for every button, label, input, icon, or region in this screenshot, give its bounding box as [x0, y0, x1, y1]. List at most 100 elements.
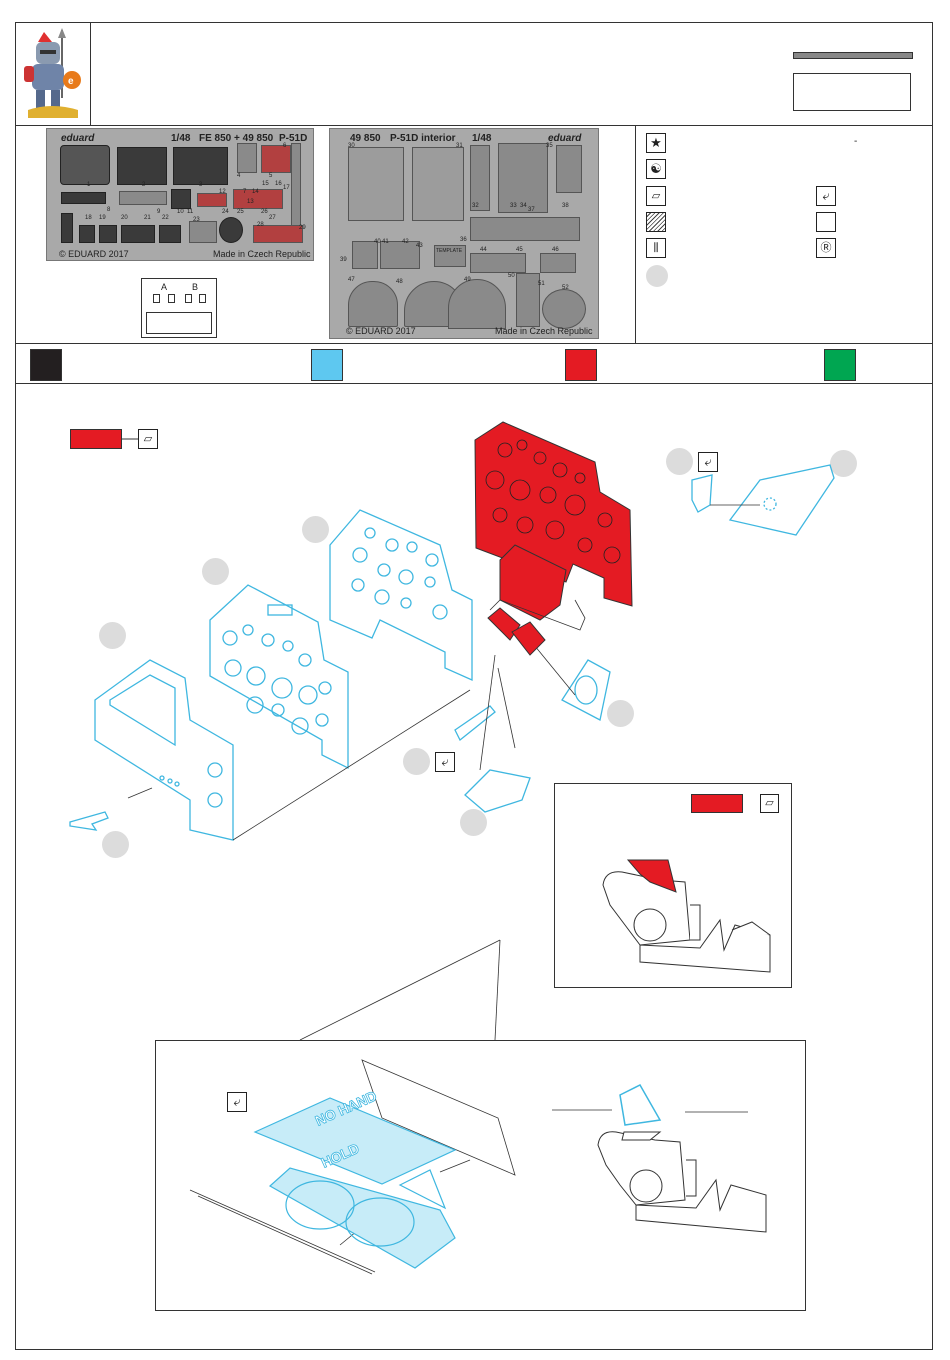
fret1-part [197, 193, 227, 207]
fret2-part-number: 43 [416, 243, 423, 249]
decal-icon: ▱ [138, 429, 158, 449]
fret2-part: TEMPLATE [434, 245, 466, 267]
fret2-part-number: 35 [546, 143, 553, 149]
fret2-part-number: 40 [374, 239, 381, 245]
detail-inset-seat-view [554, 783, 792, 988]
color-swatch-black [30, 349, 62, 381]
paint-callout-red [691, 794, 743, 813]
fret1-part-number: 20 [121, 215, 128, 221]
fret1-part-number: 12 [219, 189, 226, 195]
fret1-part-number: 8 [107, 207, 111, 213]
fret1-part [253, 225, 303, 243]
fret2-part-number: 44 [480, 247, 487, 253]
fret2-part-number: 38 [562, 203, 569, 209]
fret1-part-number: 6 [283, 143, 287, 149]
fret1-part-number: 16 [275, 181, 282, 187]
yin-yang-icon: ☯ [646, 159, 666, 179]
svg-text:e: e [68, 76, 74, 87]
bend-icon: ⤶ [698, 452, 718, 472]
legend-dash-mark: - [854, 136, 858, 147]
fret2-part [348, 281, 398, 327]
fret1-part-number: 11 [187, 209, 194, 215]
fret1-part [60, 145, 110, 185]
eduard-knight-logo: e [24, 28, 81, 118]
fret1-part-number: 3 [199, 182, 203, 188]
fret2-brand: eduard [548, 133, 582, 144]
fret2-part-number: 36 [460, 237, 467, 243]
drill-icon: ⫼ [646, 238, 666, 258]
callout-connector [122, 438, 138, 440]
step-circle-icon [646, 265, 668, 287]
fret1-part [171, 189, 191, 209]
fret2-part [380, 241, 420, 269]
option-sample-box [146, 312, 212, 334]
fret2-part-number: 39 [340, 257, 347, 263]
star-icon: ★ [646, 133, 666, 153]
fret1-part [233, 189, 283, 209]
fret1-part-number: 22 [162, 215, 169, 221]
fret2-part-number: 30 [348, 143, 355, 149]
fret1-part [173, 147, 228, 185]
step-circle [830, 450, 857, 477]
fret2-part [542, 289, 586, 329]
fret1-part-number: 26 [261, 209, 268, 215]
fret1-part-number: 17 [283, 185, 290, 191]
page-frame [15, 22, 933, 1350]
options-box: A B [141, 278, 217, 338]
fret1-part-number: 13 [247, 199, 254, 205]
fret2-part-number: 41 [382, 239, 389, 245]
fret-divider [15, 343, 933, 344]
template-label: TEMPLATE [436, 248, 463, 254]
fret1-part-number: 18 [85, 215, 92, 221]
fret2-part [448, 279, 506, 329]
fret-interior-pe: 49 850 P-51D interior 1/48 eduard TEMPLA… [329, 128, 599, 339]
fret1-part-number: 25 [237, 209, 244, 215]
fret1-part-number: 27 [269, 215, 276, 221]
step-circle [460, 809, 487, 836]
fret1-part [159, 225, 181, 243]
fret2-part-number: 45 [516, 247, 523, 253]
fret1-part [237, 143, 257, 173]
fret1-scale: 1/48 [171, 133, 191, 144]
fret1-made-in: Made in Czech Republic [213, 249, 311, 259]
fret2-part [348, 147, 404, 221]
fret1-part [261, 145, 291, 173]
option-b-box1 [185, 294, 192, 303]
fret2-part [516, 273, 540, 327]
fret1-part [219, 217, 243, 243]
step-circle [403, 748, 430, 775]
fret2-part [498, 143, 548, 213]
legend-divider [635, 125, 636, 343]
fret2-part-number: 50 [508, 273, 515, 279]
fret1-part-number: 23 [193, 217, 200, 223]
title-box [793, 73, 911, 111]
logo-divider [90, 22, 91, 125]
bend-icon: ⤶ [816, 186, 836, 206]
fret2-part-number: 48 [396, 279, 403, 285]
decal-icon: ▱ [646, 186, 666, 206]
fret1-part-number: 4 [237, 173, 241, 179]
fret1-part-number: 5 [269, 173, 273, 179]
title-bar [793, 52, 913, 59]
fret2-part-number: 47 [348, 277, 355, 283]
fret2-part-number: 37 [528, 207, 535, 213]
fret2-scale: 1/48 [472, 133, 492, 144]
fret1-part [121, 225, 155, 243]
fret1-part-number: 15 [262, 181, 269, 187]
option-b-label: B [192, 282, 199, 292]
fret2-part-number: 52 [562, 285, 569, 291]
header-divider [15, 125, 933, 126]
fret1-part [79, 225, 95, 243]
color-swatch-green [824, 349, 856, 381]
paint-callout-red [70, 429, 122, 449]
color-swatch-light-blue [311, 349, 343, 381]
fret1-part-number: 7 [243, 189, 247, 195]
option-a-box2 [168, 294, 175, 303]
fret2-part [470, 217, 580, 241]
fret1-part [117, 147, 167, 185]
fret2-part-number: 33 [510, 203, 517, 209]
fret2-part [556, 145, 582, 193]
bend-icon: ⤶ [435, 752, 455, 772]
